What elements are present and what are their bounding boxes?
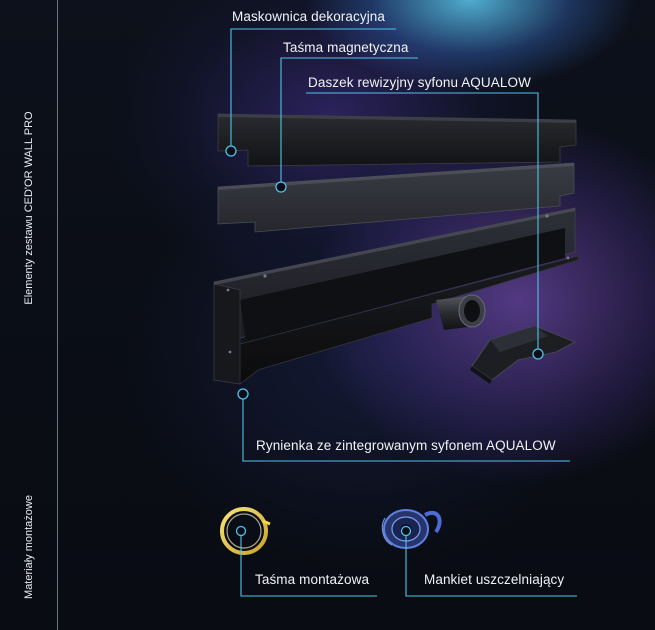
magnetic-tape-label: Taśma magnetyczna	[283, 40, 409, 55]
decorative-cover-marker	[225, 145, 237, 157]
channel-marker	[237, 388, 249, 400]
side-divider	[57, 0, 58, 630]
callout-lines	[230, 28, 577, 597]
sealing-collar-part	[381, 509, 442, 549]
sealing-collar-label: Mankiet uszczelniający	[424, 572, 565, 587]
sealing-collar-marker	[400, 525, 412, 537]
channel-label: Rynienka ze zintegrowanym syfonem AQUALO…	[256, 438, 556, 453]
channel-body	[213, 207, 579, 385]
mounting-tape-marker	[235, 525, 247, 537]
magnetic-tape-plate	[217, 162, 575, 233]
siphon-outlet-pipe	[436, 294, 486, 330]
magnetic-tape-marker	[275, 181, 287, 193]
siphon-cap-label: Daszek rewizyjny syfonu AQUALOW	[308, 75, 531, 90]
mounting-tape-label: Taśma montażowa	[255, 572, 370, 587]
decorative-cover-label: Maskownica dekoracyjna	[232, 9, 386, 24]
decorative-cover-plate	[217, 113, 577, 167]
mounting-tape-ring	[220, 507, 271, 555]
siphon-cap-part	[470, 325, 576, 384]
siphon-cap-marker	[532, 348, 544, 360]
